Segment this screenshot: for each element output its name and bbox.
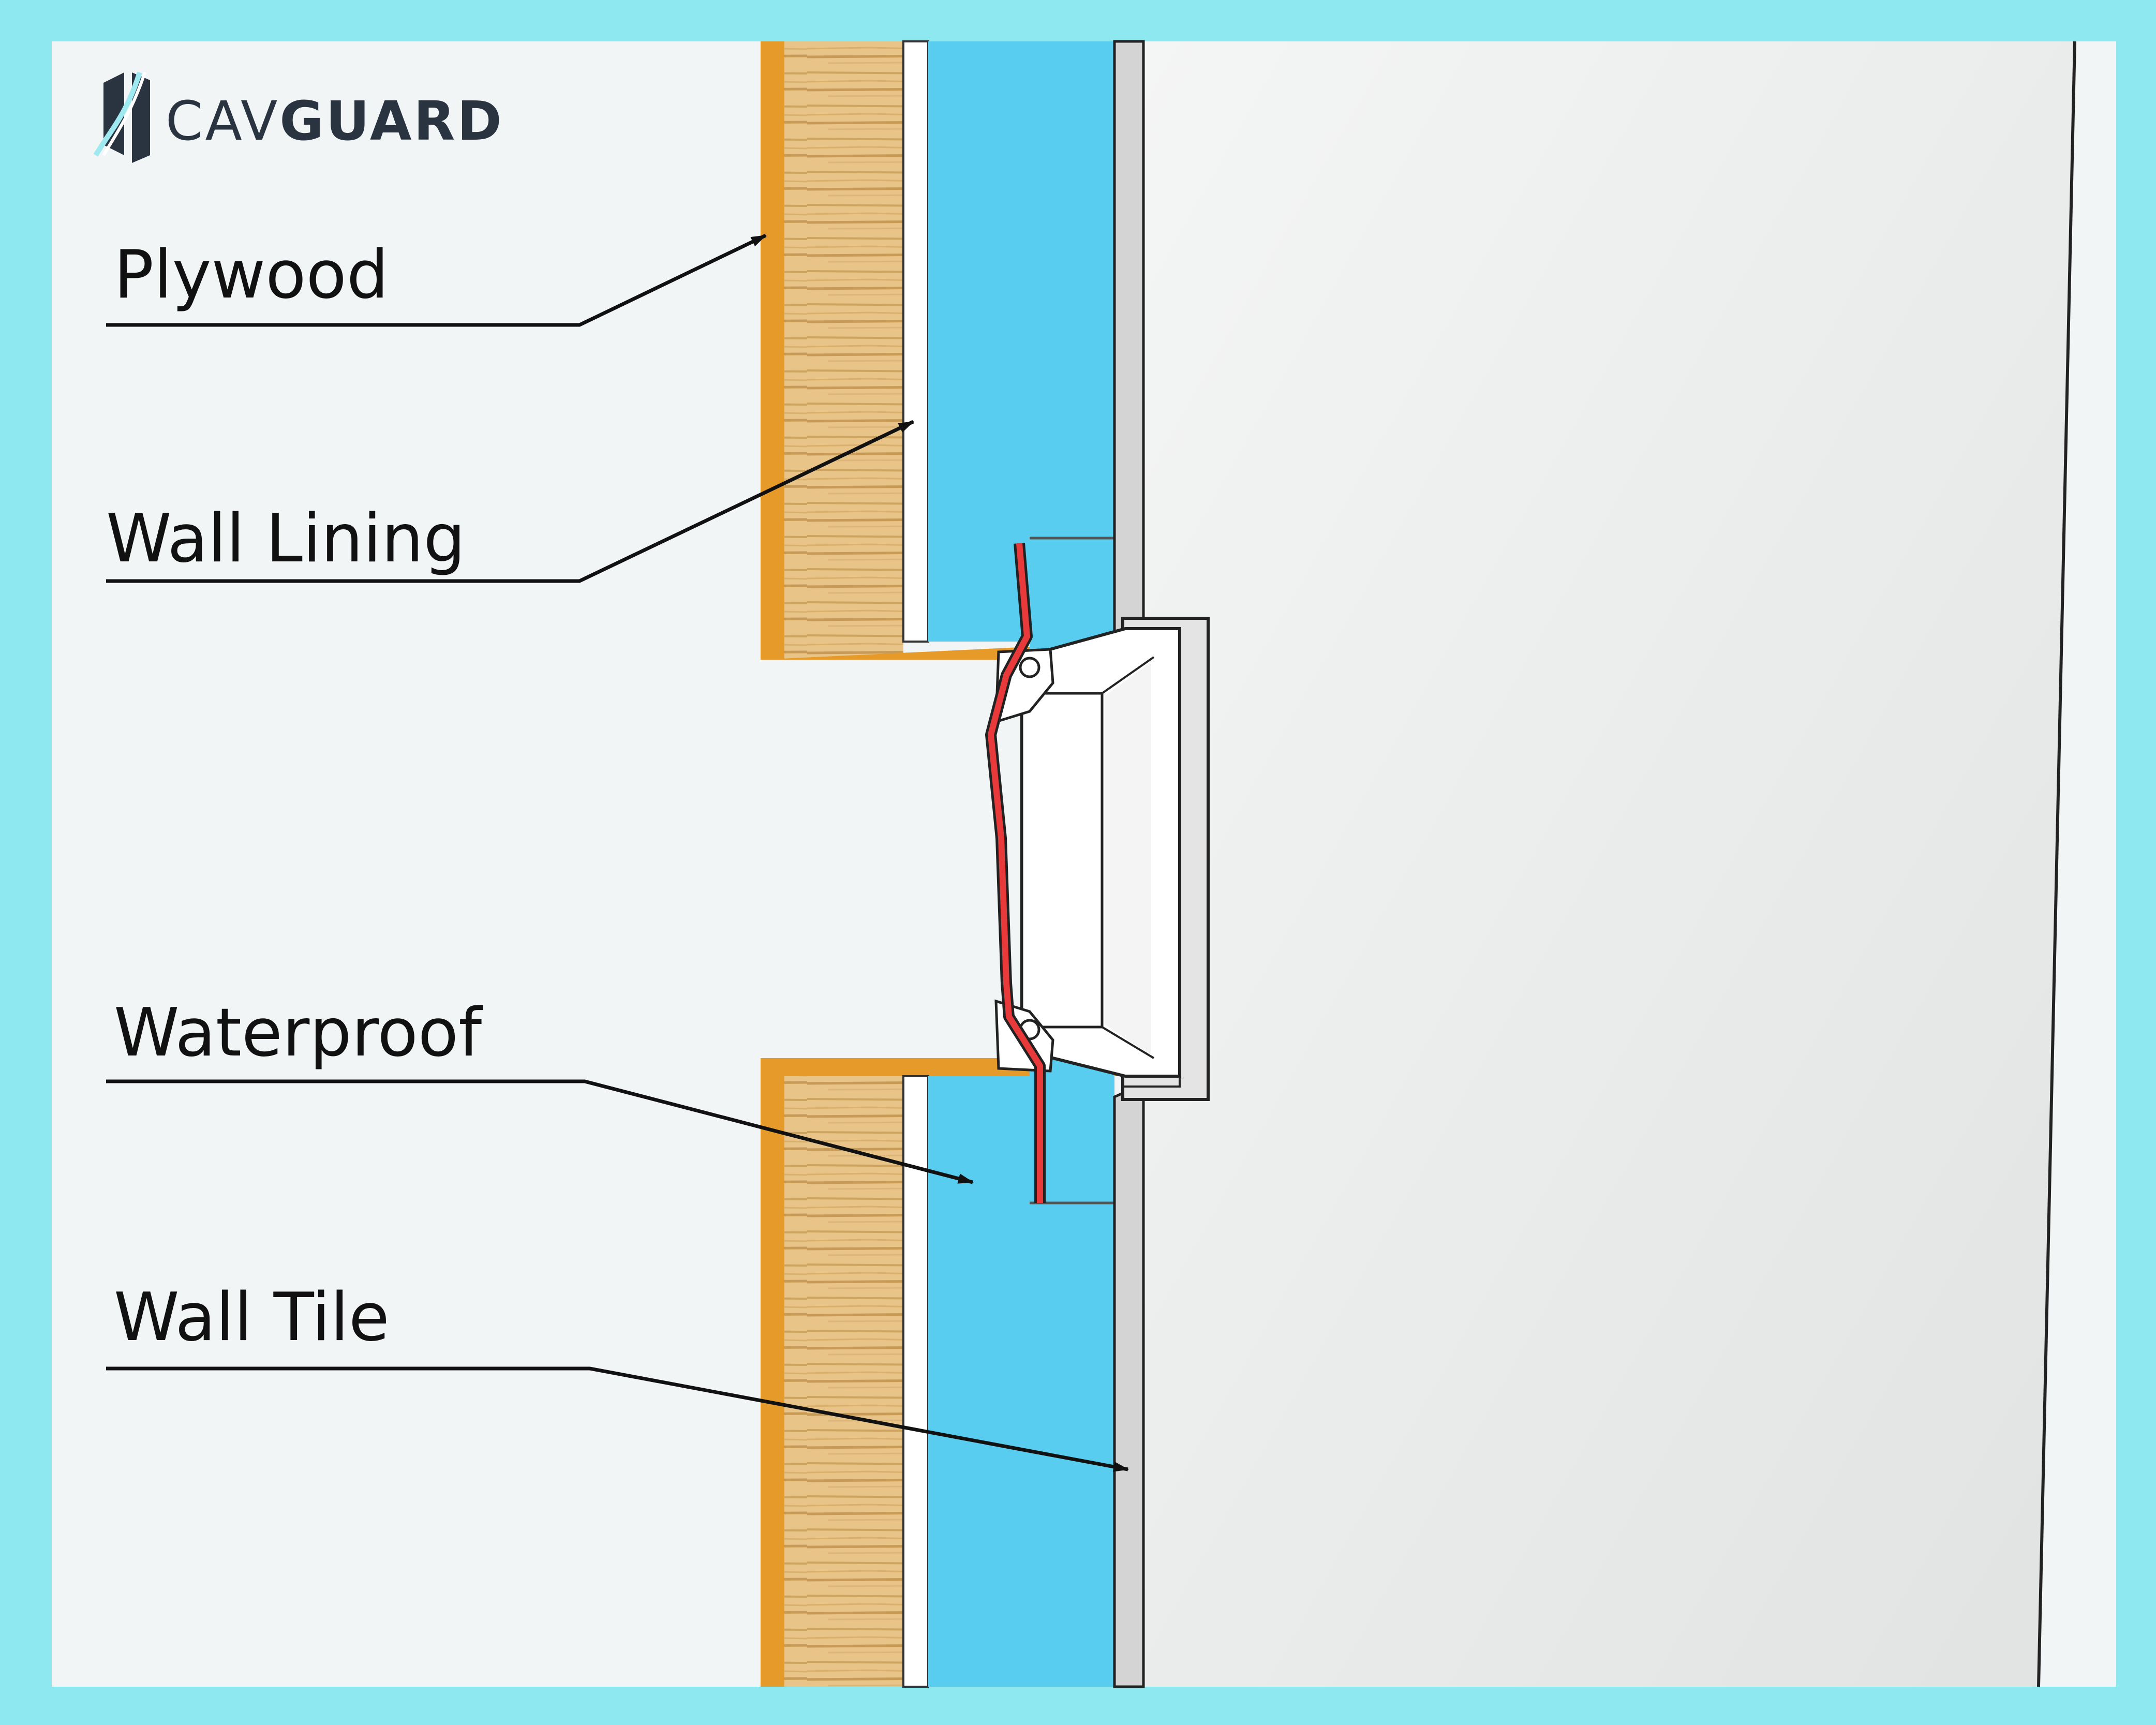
label-wall-tile: Wall Tile (114, 1279, 390, 1356)
label-plywood: Plywood (114, 236, 389, 314)
wall-tile-strip-upper (1113, 40, 1145, 645)
brand-name: CAVGUARD (166, 90, 504, 153)
wall-tile-strip-lower (1113, 1082, 1145, 1688)
wall-tile-face (1143, 41, 2075, 1687)
leader-waterproof (106, 1079, 974, 1184)
cavguard-logo-icon (93, 71, 150, 163)
screw-hole-top-icon (1019, 657, 1040, 678)
leader-wall-lining (106, 420, 914, 583)
label-wall-lining: Wall Lining (106, 500, 466, 577)
wall-tile-edge (2037, 41, 2076, 1687)
leader-wall-tile (106, 1366, 1129, 1472)
wall-lining-upper (902, 40, 929, 643)
leader-plywood (106, 233, 767, 327)
label-waterproof: Waterproof (114, 994, 483, 1072)
plywood-upper (761, 41, 784, 660)
plywood-lower (761, 1058, 784, 1687)
vent-inner-opening (1020, 692, 1104, 1029)
